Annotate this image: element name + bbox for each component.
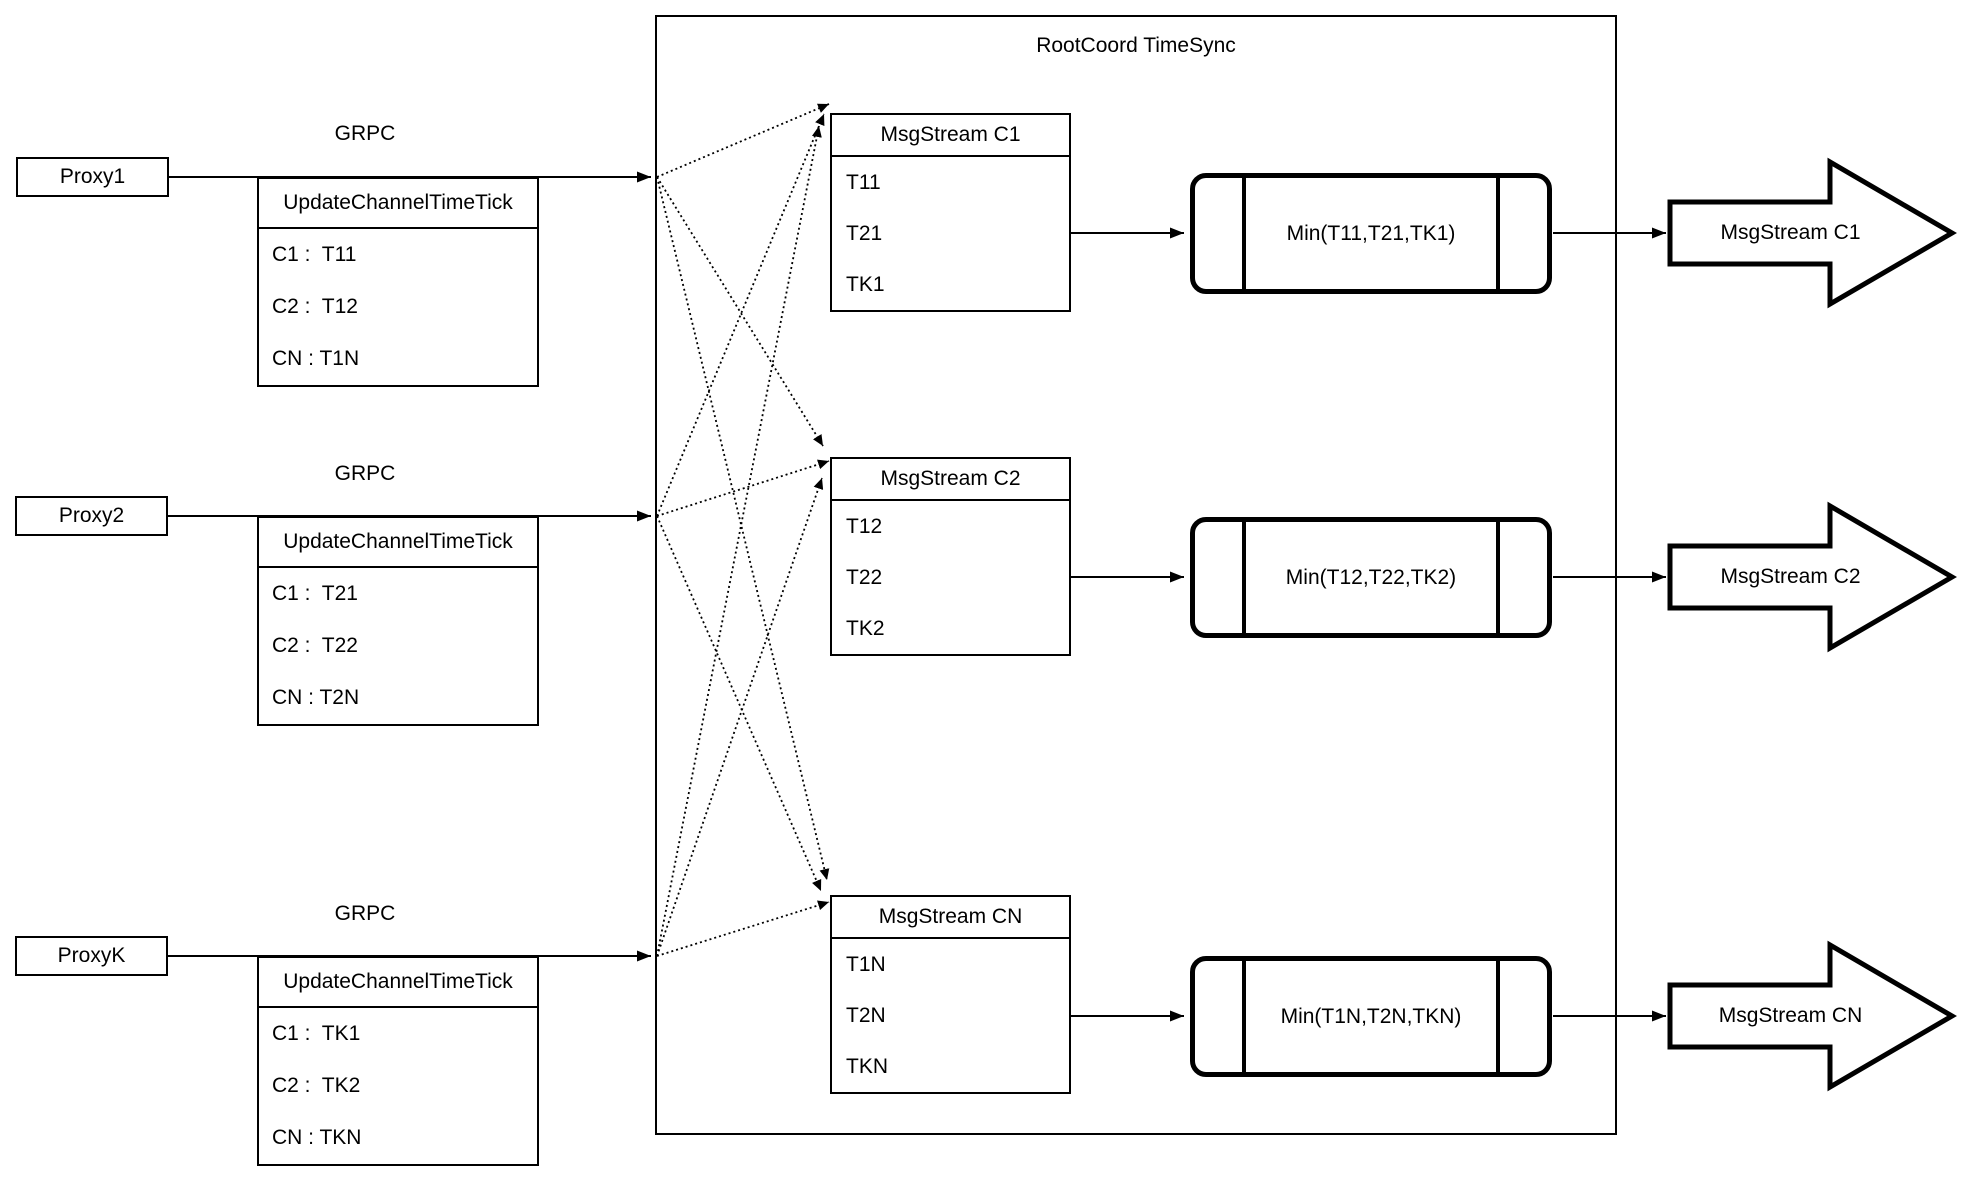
timetick-row: CN : T1N	[272, 347, 360, 370]
dotted-arrow-p1-c1	[656, 103, 830, 178]
proxy2-box: Proxy2	[15, 496, 168, 536]
rootcoord-title: RootCoord TimeSync	[1036, 34, 1236, 57]
output-arrow-label-c2: MsgStream C2	[1720, 565, 1861, 588]
dotted-arrow-p2-c2	[656, 459, 830, 517]
output-arrow-label-c1: MsgStream C1	[1720, 221, 1861, 244]
dotted-arrow-pk-c1	[656, 125, 822, 957]
msgstream-header: MsgStream C2	[832, 459, 1069, 501]
proxyk-box: ProxyK	[15, 936, 168, 976]
msgstream-row: T2N	[846, 1003, 886, 1027]
msgstream-row: TK1	[846, 272, 885, 296]
grpc-label-3: GRPC	[334, 902, 396, 925]
timetick-row: C2 : T12	[272, 295, 358, 318]
dotted-arrow-p1-cn	[656, 176, 830, 881]
block-arrow-cn	[1667, 940, 1957, 1092]
msgstream-c2-table: MsgStream C2 T12 T22 TK2	[830, 457, 1071, 656]
dotted-arrow-p2-c1	[656, 113, 825, 517]
proxy2-label: Proxy2	[58, 504, 125, 527]
msgstream-row: T1N	[846, 952, 886, 976]
min-box-cn: Min(T1N,T2N,TKN)	[1190, 956, 1552, 1077]
buffer-bar-icon	[1242, 522, 1246, 633]
msgstream-row: T11	[846, 170, 881, 194]
timetick-row: C1 : TK1	[272, 1022, 361, 1045]
buffer-bar-icon	[1496, 178, 1500, 289]
min-label: Min(T12,T22,TK2)	[1285, 565, 1457, 589]
msgstream-row: TKN	[846, 1054, 888, 1078]
msgstream-row: TK2	[846, 616, 885, 640]
timetick-header: UpdateChannelTimeTick	[259, 518, 537, 568]
msgstream-row: T21	[846, 221, 883, 245]
proxyk-timetick-table: UpdateChannelTimeTick C1 : TK1 C2 : TK2 …	[257, 956, 539, 1166]
timetick-row: C2 : TK2	[272, 1074, 361, 1097]
timetick-header: UpdateChannelTimeTick	[259, 179, 537, 229]
buffer-bar-icon	[1242, 961, 1246, 1072]
timetick-row: C1 : T21	[272, 582, 358, 605]
proxy1-label: Proxy1	[59, 165, 126, 188]
timetick-row: C1 : T11	[272, 243, 357, 266]
msgstream-c1-table: MsgStream C1 T11 T21 TK1	[830, 113, 1071, 312]
buffer-bar-icon	[1242, 178, 1246, 289]
dotted-arrow-pk-c2	[656, 477, 824, 957]
block-arrow-c2	[1667, 501, 1957, 653]
timetick-header: UpdateChannelTimeTick	[259, 958, 537, 1008]
output-arrow-label-cn: MsgStream CN	[1718, 1004, 1863, 1027]
proxyk-label: ProxyK	[57, 944, 126, 967]
min-label: Min(T1N,T2N,TKN)	[1280, 1004, 1462, 1028]
msgstream-cn-table: MsgStream CN T1N T2N TKN	[830, 895, 1071, 1094]
dotted-arrow-p1-c2	[656, 176, 824, 447]
grpc-label-2: GRPC	[334, 462, 396, 485]
dotted-arrow-p2-cn	[656, 515, 822, 892]
timetick-row: CN : T2N	[272, 686, 360, 709]
min-label: Min(T11,T21,TK1)	[1286, 221, 1456, 245]
block-arrow-c1	[1667, 157, 1957, 309]
msgstream-row: T12	[846, 514, 883, 538]
msgstream-header: MsgStream C1	[832, 115, 1069, 157]
dotted-arrow-pk-cn	[656, 900, 830, 957]
proxy1-box: Proxy1	[16, 157, 169, 197]
msgstream-header: MsgStream CN	[832, 897, 1069, 939]
msgstream-row: T22	[846, 565, 883, 589]
proxy2-timetick-table: UpdateChannelTimeTick C1 : T21 C2 : T22 …	[257, 516, 539, 726]
proxy1-timetick-table: UpdateChannelTimeTick C1 : T11 C2 : T12 …	[257, 177, 539, 387]
min-box-c2: Min(T12,T22,TK2)	[1190, 517, 1552, 638]
timetick-row: C2 : T22	[272, 634, 358, 657]
buffer-bar-icon	[1496, 961, 1500, 1072]
buffer-bar-icon	[1496, 522, 1500, 633]
rootcoord-box	[655, 15, 1617, 1135]
grpc-label-1: GRPC	[334, 122, 396, 145]
timetick-row: CN : TKN	[272, 1126, 362, 1149]
min-box-c1: Min(T11,T21,TK1)	[1190, 173, 1552, 294]
